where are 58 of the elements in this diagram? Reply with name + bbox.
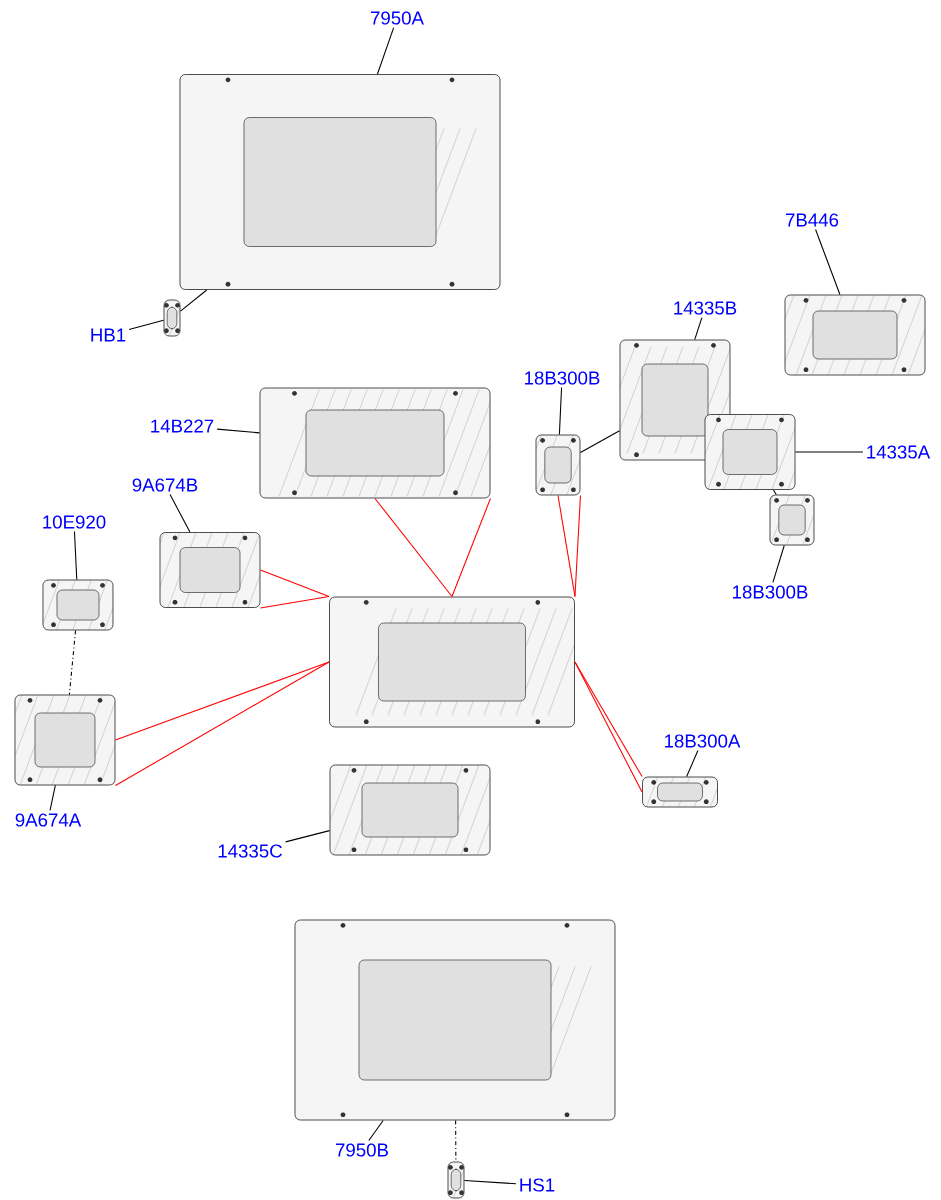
projection-line: [374, 497, 453, 598]
part-number: HS1: [520, 1178, 555, 1192]
leader-line: [463, 1180, 517, 1185]
leader-line: [815, 229, 841, 296]
leader-line: [794, 451, 864, 453]
part-drawing: [784, 294, 926, 376]
part-drawing: [642, 776, 718, 808]
leader-line: [686, 750, 699, 778]
projection-line: [574, 494, 581, 598]
part-drawing: [704, 414, 796, 490]
projection-line: [259, 569, 330, 598]
part-drawing: [42, 579, 114, 631]
part-number: 9A674A: [15, 813, 82, 827]
leader-line: [49, 784, 56, 811]
leader-line: [376, 27, 395, 75]
leader-line: [558, 387, 563, 436]
part-drawing: [179, 74, 501, 290]
part-drawing: [329, 596, 575, 728]
part-number: 18B300A: [665, 734, 741, 748]
projection-line: [451, 497, 491, 598]
leader-line: [169, 494, 191, 533]
part-number: 7B446: [785, 213, 839, 227]
leader-line: [216, 428, 261, 434]
leader-line: [772, 544, 785, 583]
part-number: 7950B: [335, 1143, 388, 1157]
part-number: 18B300B: [525, 371, 600, 385]
part-drawing: [447, 1161, 465, 1199]
part-drawing: [294, 919, 616, 1121]
leader-line: [694, 317, 703, 341]
part-drawing: [535, 434, 581, 496]
part-number: 14335C: [218, 844, 282, 858]
part-drawing: [619, 339, 731, 461]
part-number: 9A674B: [132, 478, 198, 492]
leader-line: [579, 430, 621, 454]
part-drawing: [163, 299, 181, 337]
part-number: 10E920: [43, 515, 106, 529]
projection-line: [114, 661, 330, 786]
part-drawing: [769, 494, 815, 546]
part-number: 14335B: [674, 301, 737, 315]
leader-line: [68, 629, 77, 696]
projection-line: [114, 661, 330, 741]
part-drawing: [259, 387, 491, 499]
part-number: 18B300B: [733, 585, 808, 599]
projection-line: [259, 596, 330, 609]
leader-line: [73, 531, 78, 581]
part-drawing: [14, 694, 116, 786]
leader-line: [285, 830, 331, 843]
leader-line: [455, 1119, 457, 1163]
leader-line: [128, 319, 165, 330]
part-number: HB1: [91, 328, 126, 342]
leader-line: [179, 289, 208, 312]
part-number: 14B227: [151, 419, 214, 433]
leader-line: [772, 489, 777, 496]
part-drawing: [329, 764, 491, 856]
part-number: 14335A: [867, 445, 931, 459]
leader-line: [368, 1119, 384, 1141]
part-drawing: [159, 532, 261, 608]
part-number: 7950A: [370, 11, 424, 25]
